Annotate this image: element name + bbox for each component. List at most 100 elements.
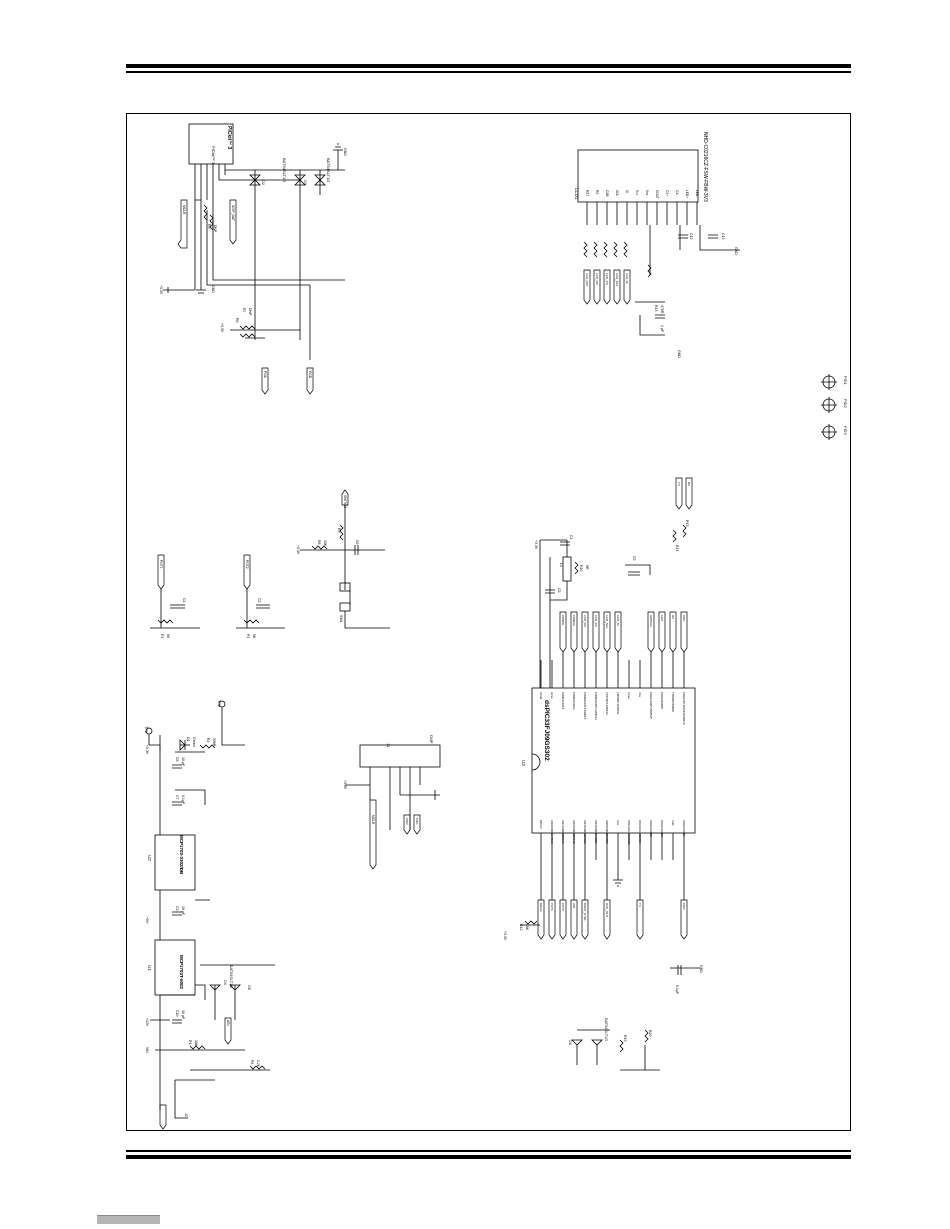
val-r3: DNP xyxy=(213,225,217,233)
part-d4: BAT54SLT1G xyxy=(229,965,233,988)
u3-pin-label: AN3/CMP1D/RB0 xyxy=(583,820,587,844)
lcd-net-flag xyxy=(583,269,591,305)
net-pot2: POT2 xyxy=(245,560,249,569)
lcd-pin-label: C1+ xyxy=(665,190,669,196)
u3-net-label: POT2 xyxy=(561,903,565,911)
val-c8: 10 µF xyxy=(181,757,185,766)
net-5v: +5V xyxy=(145,917,149,924)
connector-j1: J1 DNP +3.3V MCLR PGD PGC xyxy=(343,735,441,870)
ref-c3: C3 xyxy=(175,906,179,911)
header-rule-thick xyxy=(126,64,851,68)
net-pgd-c: PGD xyxy=(405,818,409,825)
lcd-network: R13 470R C12 C13 1 µF GND GND xyxy=(635,225,740,358)
ref-l1: L1 xyxy=(559,563,563,567)
u3-net-flag xyxy=(559,611,567,653)
lcd-net-label: LCD_SCL xyxy=(615,273,619,287)
fid2-label: FID2 xyxy=(843,399,848,408)
val-r13: 470R xyxy=(660,305,664,314)
gnd-label: GND xyxy=(343,148,347,156)
u3-net-flag xyxy=(537,899,545,940)
ref-c12: C12 xyxy=(689,233,693,239)
ref-r14: R14 xyxy=(675,545,679,551)
u3-net-flag xyxy=(658,611,666,653)
ref-c10: C10 xyxy=(175,1010,179,1016)
ref-r7: R7 xyxy=(242,308,246,313)
val-p1: 5K xyxy=(166,634,170,639)
icsp-nets: MCLR ICSP_DAT R3 DNP +3.3V GND xyxy=(159,199,237,295)
net-pgd: ICSP_DAT xyxy=(231,205,235,221)
u3-pin-label: PGED3/RB5 xyxy=(649,820,653,837)
u3-pin-label: PGEC1/RP15/RB15 xyxy=(649,692,653,719)
val-u3: dsPIC33FJ09GS302 xyxy=(543,700,550,761)
u3-pin-label: OSC2/CLKO/RB4 xyxy=(638,820,642,844)
u3-net-label: PGC xyxy=(682,615,686,622)
u3-net-flag xyxy=(570,611,578,653)
val-u1: MCP1703T-5002 xyxy=(179,955,184,990)
net-switch: SWITCH xyxy=(343,495,347,509)
gnd-label-2: GND xyxy=(211,285,215,293)
ref-d6: D6 xyxy=(568,1040,572,1045)
ref-d4: D4 xyxy=(223,980,227,985)
lcd-net-flag xyxy=(603,269,611,305)
lcd-pin-label: SCL xyxy=(615,190,619,196)
u3-net-flag xyxy=(603,611,611,653)
val-r12: 10K xyxy=(525,924,529,931)
val-r7: DNP xyxy=(248,308,252,316)
val-u2: MCP1703-3302/DB xyxy=(179,835,184,875)
lcd-net-flag xyxy=(623,269,631,305)
u3-pin-label: MCLR xyxy=(539,820,543,829)
lcd-net-label: LCD_CS xyxy=(605,273,609,285)
gnd-lcd: GND xyxy=(734,247,738,255)
u3-pin-label: AN0/CMP1A/RA0 xyxy=(550,820,554,844)
power-supply: U1 MCP1703T-5002 U2 MCP1703-3302/DB C10 … xyxy=(144,700,275,1130)
u3-net-label: LCD_RS xyxy=(583,615,587,627)
fid3-label: FID3 xyxy=(843,426,848,435)
u3-net-flag xyxy=(592,611,600,653)
net-3v3-c: +3.3V xyxy=(296,545,300,555)
lcd-pin-label: Vss xyxy=(645,190,649,196)
u3-pin-label: PGED2/RB8 xyxy=(660,692,664,709)
ref-r6: R6 xyxy=(235,318,239,323)
u3-pin-label: AVdd xyxy=(539,692,543,699)
net-pgc-c: PGC xyxy=(415,818,419,825)
net-pgc: PGC xyxy=(263,371,267,379)
u3-pin-label: PGED1/RB7 xyxy=(682,820,686,837)
u3-net-flag xyxy=(647,611,655,653)
u3-net-flag xyxy=(669,611,677,653)
net-3v3-g: +3.3V xyxy=(503,931,507,941)
u3-pin-label: TMS/RP11/RB11 xyxy=(616,692,620,715)
u3-pin-label: PGEC3/RB6 xyxy=(660,820,664,837)
lcd-pin-label: LED+ xyxy=(685,190,689,198)
lcd-pin-label: CSB xyxy=(605,190,609,197)
diode-d2-d3: D2 BAT54SLT1G D3 BAT54SLT1G xyxy=(249,158,331,195)
net-3v3-b: +3.3V xyxy=(220,323,224,333)
lcd-pin-label: RS xyxy=(595,190,599,194)
lcd-series-resistor xyxy=(623,241,628,258)
val-c10: 10 µF xyxy=(181,1010,185,1019)
u3-pin-label: AN5/CMP2B/RB2 xyxy=(605,820,609,844)
u3-pin-label: Vss xyxy=(638,692,642,698)
val-c14: 0.1µF xyxy=(675,985,679,994)
u3-pin-label: Vcap xyxy=(627,692,631,699)
schematic-frame xyxy=(126,113,851,1131)
lcd-net-flag xyxy=(593,269,601,305)
ref-sw1: SW1 xyxy=(339,615,343,623)
u3-net-label: PWM1L xyxy=(561,615,565,626)
ref-c4: C4 xyxy=(569,535,573,540)
u3-pin-label: Vss xyxy=(616,820,620,826)
switch-sw1: SWITCH R8 10K R9 C6 +3.3V SW1 xyxy=(296,489,390,629)
ref-c9: C9 xyxy=(632,556,636,561)
ref-u3: U3 xyxy=(521,760,526,766)
val-r1: 10K xyxy=(194,1040,198,1047)
fiducial-fid1 xyxy=(821,374,837,390)
ref-c13: C13 xyxy=(721,233,725,239)
u3-net-label: BUCK_CTRL xyxy=(583,903,587,921)
val-r8: 10K xyxy=(323,540,327,547)
lcd-net-label: LCD_RST xyxy=(585,273,589,287)
net-12v: +12V xyxy=(145,1018,149,1027)
lcd-value: NHD-C0216CZ-FSW-FBW-3V3 xyxy=(702,132,708,202)
ref-p1: P1 xyxy=(160,634,164,638)
header-rule-thin xyxy=(126,71,851,73)
net-tx: TX xyxy=(677,482,681,486)
